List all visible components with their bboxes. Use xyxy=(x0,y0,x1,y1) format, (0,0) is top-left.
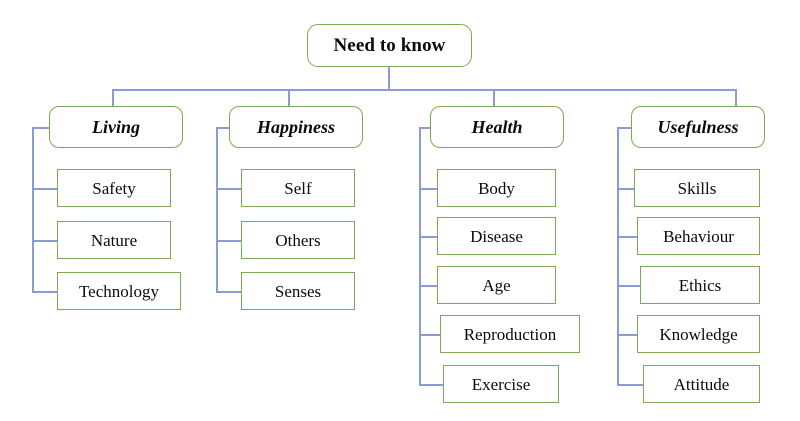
leaf-skills-label: Skills xyxy=(677,178,717,198)
leaf-ethics[interactable]: Ethics xyxy=(640,266,760,304)
connector-bus-drop-happiness xyxy=(288,89,290,106)
connector-stub-exercise xyxy=(419,384,444,386)
leaf-senses[interactable]: Senses xyxy=(241,272,355,310)
leaf-attitude-label: Attitude xyxy=(673,374,730,394)
leaf-knowledge-label: Knowledge xyxy=(659,324,738,344)
leaf-safety-label: Safety xyxy=(92,178,136,198)
leaf-senses-label: Senses xyxy=(274,281,322,301)
connector-stub-reproduction xyxy=(419,334,441,336)
connector-stub-happiness xyxy=(216,127,232,129)
leaf-technology-label: Technology xyxy=(78,281,159,301)
category-living[interactable]: Living xyxy=(49,106,183,148)
connector-stub-nature xyxy=(32,240,57,242)
connector-stub-living xyxy=(32,127,50,129)
connector-spine-living xyxy=(32,127,34,292)
category-usefulness[interactable]: Usefulness xyxy=(631,106,765,148)
leaf-body-label: Body xyxy=(478,178,515,198)
connector-bus-drop-health xyxy=(493,89,495,106)
category-health[interactable]: Health xyxy=(430,106,564,148)
category-usefulness-label: Usefulness xyxy=(657,117,739,137)
connector-main-bus xyxy=(112,89,736,91)
leaf-nature-label: Nature xyxy=(90,230,138,250)
leaf-disease-label: Disease xyxy=(470,226,523,246)
category-happiness[interactable]: Happiness xyxy=(229,106,363,148)
connector-stub-skills xyxy=(617,188,635,190)
connector-stub-others xyxy=(216,240,241,242)
leaf-others-label: Others xyxy=(275,230,321,250)
leaf-self-label: Self xyxy=(284,178,312,198)
leaf-safety[interactable]: Safety xyxy=(57,169,171,207)
connector-bus-drop-usefulness xyxy=(735,89,737,106)
connector-bus-drop-living xyxy=(112,89,114,106)
leaf-ethics-label: Ethics xyxy=(678,275,722,295)
leaf-self[interactable]: Self xyxy=(241,169,355,207)
leaf-body[interactable]: Body xyxy=(437,169,556,207)
leaf-reproduction-label: Reproduction xyxy=(463,324,557,344)
connector-spine-happiness xyxy=(216,127,218,292)
connector-stub-ethics xyxy=(617,285,641,287)
leaf-skills[interactable]: Skills xyxy=(634,169,760,207)
leaf-knowledge[interactable]: Knowledge xyxy=(637,315,760,353)
connector-stub-knowledge xyxy=(617,334,638,336)
leaf-disease[interactable]: Disease xyxy=(437,217,556,255)
leaf-reproduction[interactable]: Reproduction xyxy=(440,315,580,353)
root-node-label: Need to know xyxy=(333,35,446,56)
leaf-exercise[interactable]: Exercise xyxy=(443,365,559,403)
leaf-age-label: Age xyxy=(482,275,511,295)
root-node[interactable]: Need to know xyxy=(307,24,472,67)
leaf-attitude[interactable]: Attitude xyxy=(643,365,760,403)
connector-stub-attitude xyxy=(617,384,644,386)
connector-stub-disease xyxy=(419,236,438,238)
category-happiness-label: Happiness xyxy=(256,117,335,137)
connector-spine-usefulness xyxy=(617,127,619,384)
connector-stub-body xyxy=(419,188,438,190)
connector-stub-behaviour xyxy=(617,236,638,238)
connector-stub-age xyxy=(419,285,438,287)
leaf-others[interactable]: Others xyxy=(241,221,355,259)
leaf-age[interactable]: Age xyxy=(437,266,556,304)
leaf-technology[interactable]: Technology xyxy=(57,272,181,310)
connector-root-drop xyxy=(388,66,390,90)
connector-stub-health xyxy=(419,127,436,129)
leaf-exercise-label: Exercise xyxy=(471,374,531,394)
connector-stub-senses xyxy=(216,291,241,293)
leaf-behaviour[interactable]: Behaviour xyxy=(637,217,760,255)
connector-stub-safety xyxy=(32,188,57,190)
category-health-label: Health xyxy=(471,117,523,137)
connector-stub-technology xyxy=(32,291,57,293)
leaf-nature[interactable]: Nature xyxy=(57,221,171,259)
connector-spine-health xyxy=(419,127,421,384)
category-living-label: Living xyxy=(92,117,140,137)
leaf-behaviour-label: Behaviour xyxy=(663,226,734,246)
connector-stub-self xyxy=(216,188,241,190)
connector-stub-usefulness xyxy=(617,127,633,129)
